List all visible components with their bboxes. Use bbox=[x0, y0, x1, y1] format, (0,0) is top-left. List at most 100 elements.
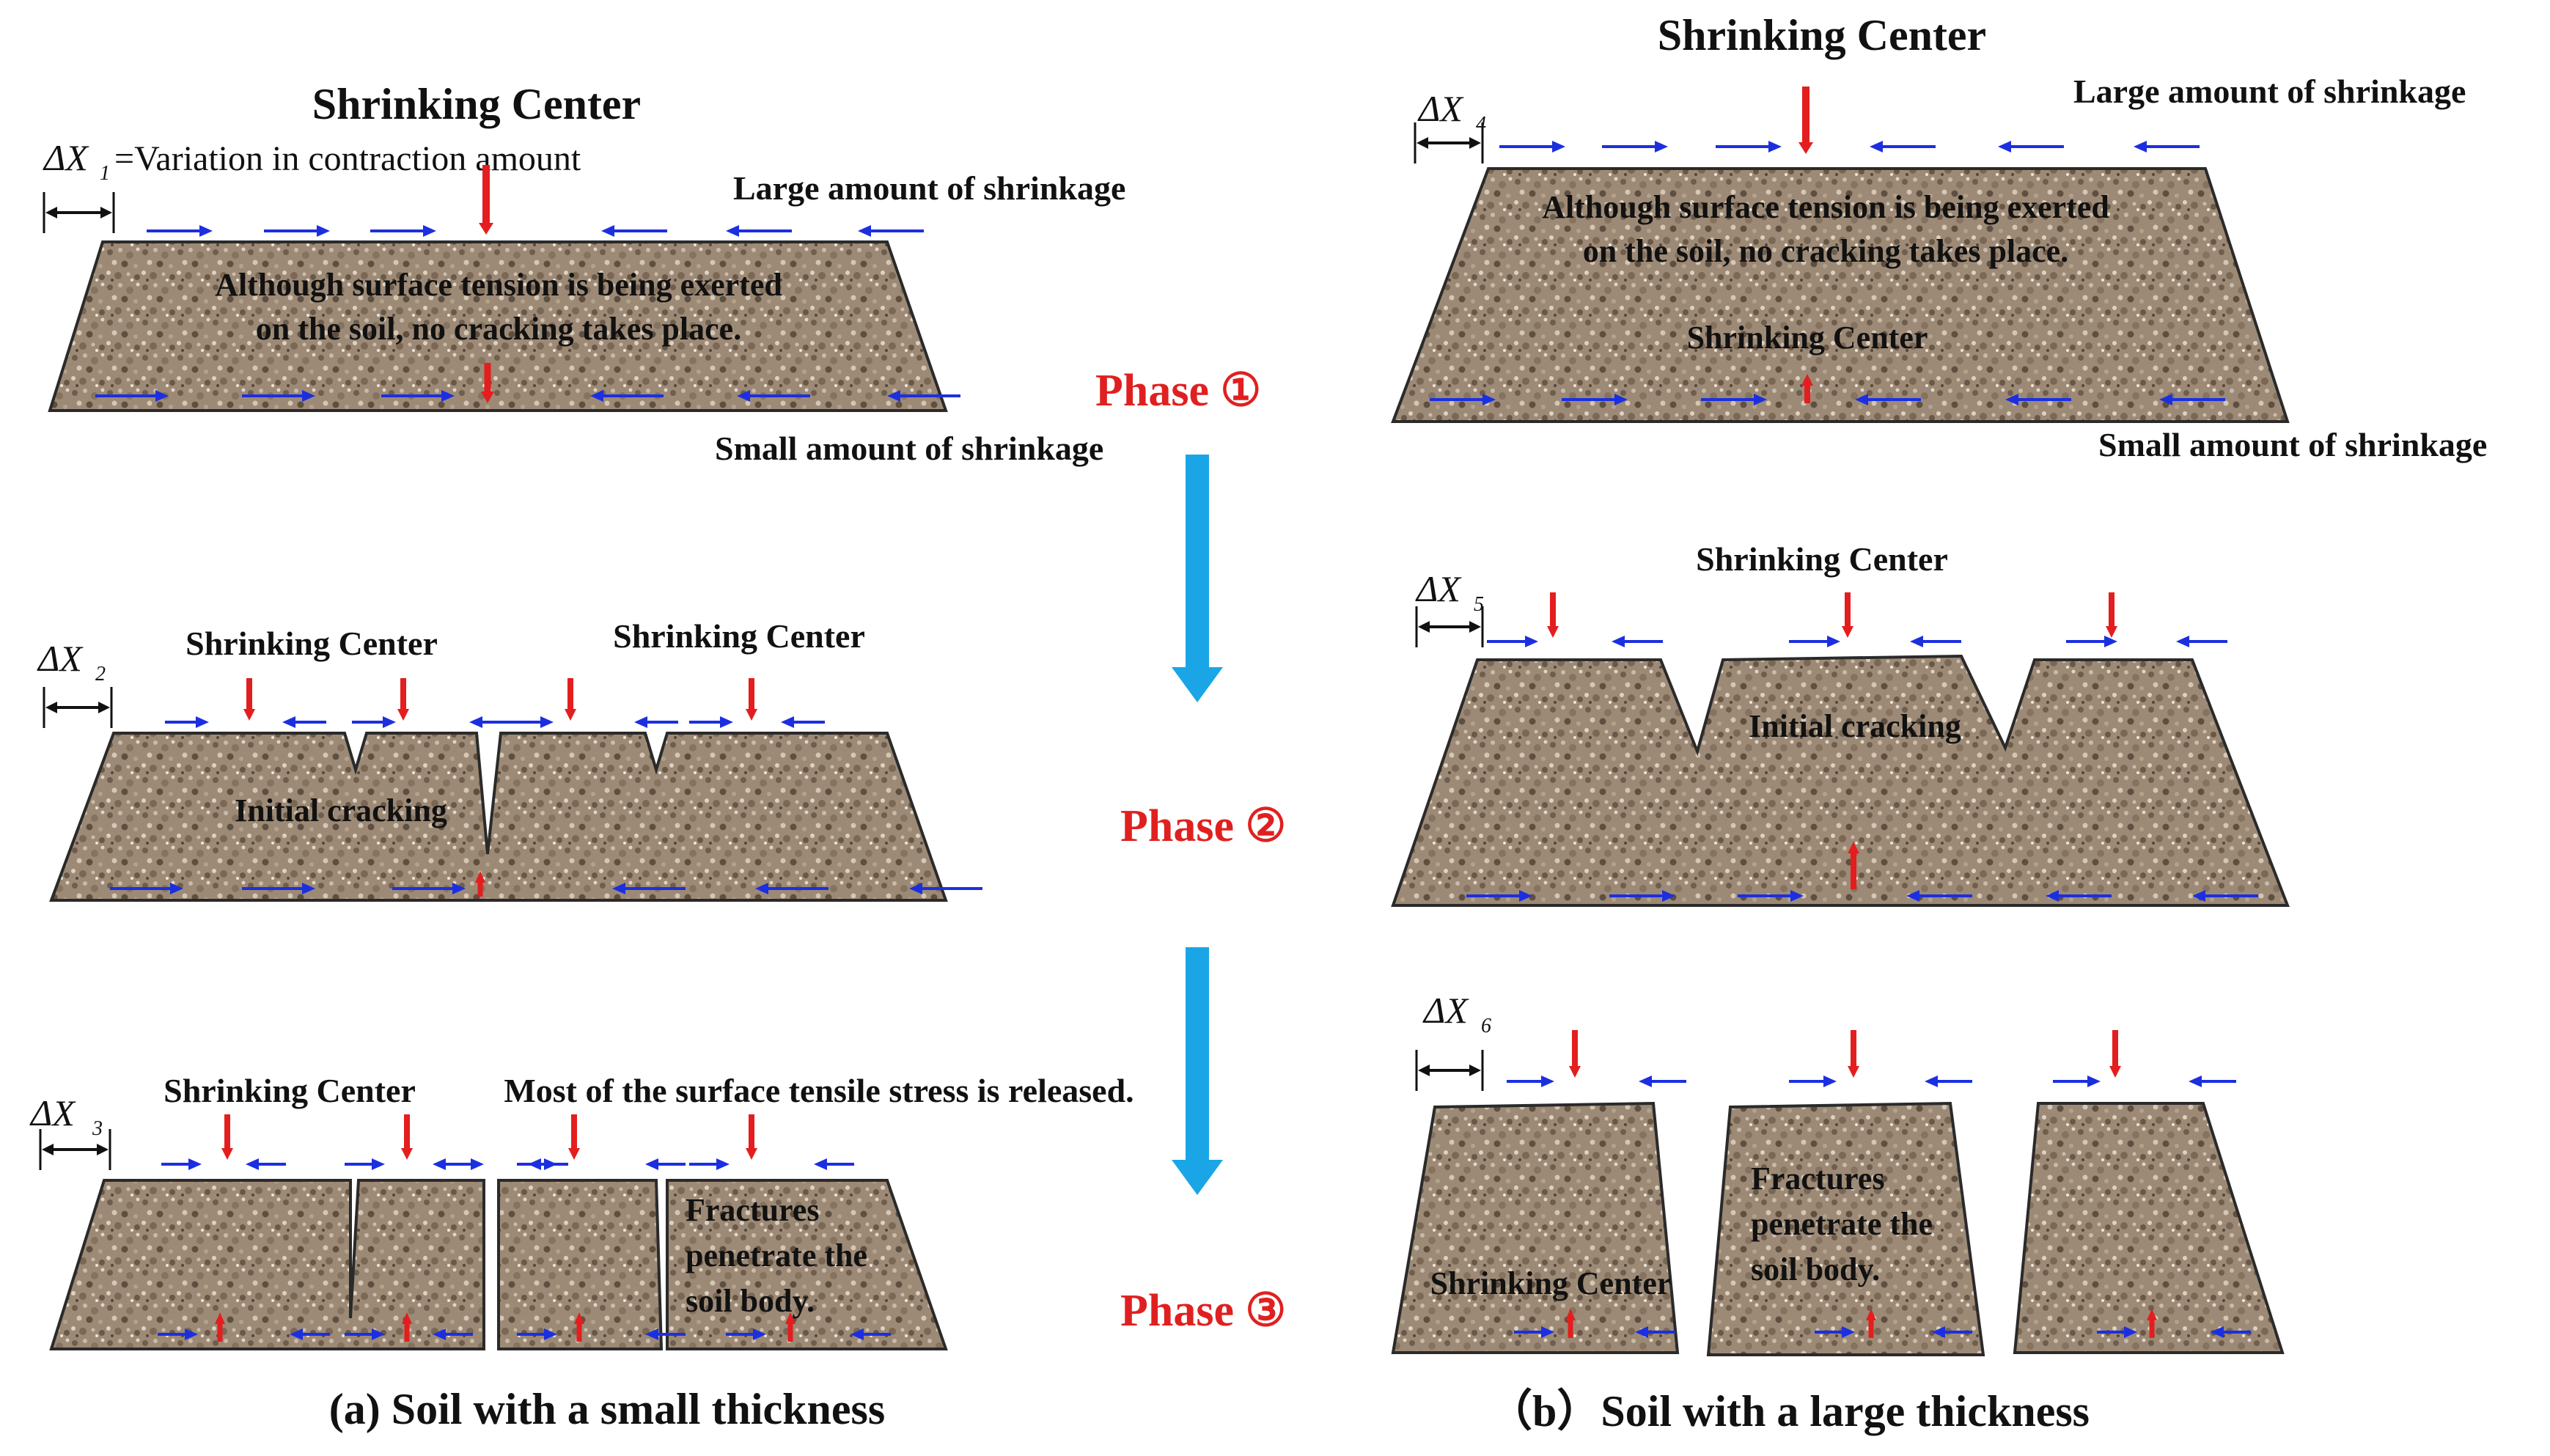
blue-right-arrow-icon bbox=[1430, 394, 1496, 405]
red-up-arrow-icon bbox=[1848, 842, 1859, 889]
blue-left-arrow-icon bbox=[887, 390, 960, 402]
soil-block bbox=[49, 732, 948, 902]
blue-right-arrow-icon bbox=[1562, 394, 1628, 405]
delta-x3-subscript: 3 bbox=[92, 1117, 103, 1140]
delta-x-bracket-icon bbox=[43, 687, 113, 728]
blue-right-arrow-icon bbox=[264, 225, 330, 237]
blue-left-arrow-icon bbox=[1639, 1076, 1686, 1087]
blue-right-arrow-icon bbox=[1507, 1076, 1554, 1087]
shrinking-center-label: Shrinking Center bbox=[312, 80, 641, 128]
panel-a-phase-1: Shrinking Center ΔX 1 =Variation in cont… bbox=[43, 80, 1125, 467]
red-down-arrow-icon bbox=[401, 1114, 413, 1160]
caption-b: （b）Soil with a large thickness bbox=[1488, 1386, 2090, 1435]
soil-block bbox=[497, 1179, 664, 1350]
blue-right-arrow-icon bbox=[444, 1158, 484, 1170]
soil-block bbox=[1391, 1101, 1680, 1354]
phase-1-label: Phase ① bbox=[1095, 366, 1261, 416]
red-down-arrow-icon bbox=[746, 678, 757, 721]
panel-a-phase-3: ΔX 3 Shrinking Center Most of the surfac… bbox=[29, 1072, 1134, 1350]
blue-right-arrow-icon bbox=[1716, 141, 1782, 152]
blue-right-arrow-icon bbox=[1609, 890, 1675, 902]
red-down-arrow-icon bbox=[568, 1114, 580, 1160]
blue-left-arrow-icon bbox=[290, 1328, 330, 1340]
blue-left-arrow-icon bbox=[2176, 636, 2227, 647]
shrinkage-arrows-layer bbox=[39, 87, 2258, 1342]
blue-right-arrow-icon bbox=[147, 225, 213, 237]
blue-right-arrow-icon bbox=[726, 1328, 766, 1340]
blue-left-arrow-icon bbox=[469, 716, 513, 728]
blue-left-arrow-icon bbox=[737, 390, 810, 402]
fractures-note-line1: Fractures bbox=[1751, 1161, 1884, 1196]
soil-block bbox=[49, 1179, 485, 1350]
phase-2-label: Phase ② bbox=[1120, 801, 1286, 851]
red-down-arrow-icon bbox=[1798, 87, 1813, 154]
blue-right-arrow-icon bbox=[161, 1158, 202, 1170]
delta-x1-symbol: ΔX bbox=[43, 137, 89, 178]
red-down-arrow-icon bbox=[565, 678, 576, 721]
red-down-arrow-icon bbox=[1842, 592, 1853, 638]
blue-left-arrow-icon bbox=[645, 1158, 686, 1170]
blue-left-arrow-icon bbox=[634, 716, 678, 728]
panel-b-phase-3: ΔX 6 Shrinking Center Fractures penetrat… bbox=[1391, 990, 2285, 1356]
delta-x-bracket-icon bbox=[1415, 1050, 1484, 1091]
blue-right-arrow-icon bbox=[1487, 636, 1538, 647]
blue-left-arrow-icon bbox=[1635, 1326, 1675, 1338]
shrinking-center-label: Shrinking Center bbox=[613, 617, 865, 655]
tension-note-line2: on the soil, no cracking takes place. bbox=[1583, 233, 2068, 269]
delta-x6-symbol: ΔX bbox=[1422, 990, 1469, 1031]
blue-left-arrow-icon bbox=[590, 390, 664, 402]
fractures-note-line1: Fractures bbox=[686, 1192, 819, 1228]
blue-left-arrow-icon bbox=[1855, 394, 1921, 405]
blue-left-arrow-icon bbox=[433, 1328, 473, 1340]
red-up-arrow-icon bbox=[475, 871, 485, 897]
blue-right-arrow-icon bbox=[242, 390, 315, 402]
shrinking-center-label: Shrinking Center bbox=[1687, 320, 1928, 356]
soil-block bbox=[1391, 654, 2290, 907]
blue-right-arrow-icon bbox=[689, 1158, 730, 1170]
blue-left-arrow-icon bbox=[909, 883, 982, 894]
delta-x6-subscript: 6 bbox=[1481, 1015, 1491, 1037]
blue-right-arrow-icon bbox=[517, 1158, 557, 1170]
panel-a-phase-2: ΔX 2 Shrinking Center Shrinking Center I… bbox=[37, 617, 948, 902]
phase-3-label: Phase ③ bbox=[1120, 1286, 1286, 1336]
red-down-arrow-icon bbox=[221, 1114, 233, 1160]
blue-left-arrow-icon bbox=[282, 716, 326, 728]
red-down-arrow-icon bbox=[2106, 592, 2117, 638]
blue-left-arrow-icon bbox=[2159, 394, 2225, 405]
blue-left-arrow-icon bbox=[1910, 636, 1961, 647]
panel-b-phase-1: Shrinking Center ΔX 4 Large amount of sh… bbox=[1391, 11, 2487, 463]
blue-left-arrow-icon bbox=[612, 883, 686, 894]
blue-right-arrow-icon bbox=[392, 883, 466, 894]
delta-x5-symbol: ΔX bbox=[1415, 568, 1462, 609]
blue-left-arrow-icon bbox=[1612, 636, 1663, 647]
fractures-note-line2: penetrate the bbox=[1751, 1206, 1933, 1242]
red-down-arrow-icon bbox=[2109, 1030, 2121, 1078]
blue-right-arrow-icon bbox=[1499, 141, 1565, 152]
shrinking-center-label: Shrinking Center bbox=[1696, 540, 1948, 578]
phase-down-arrow-icon bbox=[1172, 947, 1223, 1195]
blue-right-arrow-icon bbox=[158, 1328, 198, 1340]
red-down-arrow-icon bbox=[746, 1114, 757, 1160]
blue-left-arrow-icon bbox=[2211, 1326, 2251, 1338]
fractures-note-line3: soil body. bbox=[686, 1283, 815, 1319]
blue-left-arrow-icon bbox=[246, 1158, 286, 1170]
blue-right-arrow-icon bbox=[1789, 1076, 1837, 1087]
blue-left-arrow-icon bbox=[781, 716, 825, 728]
red-up-arrow-icon bbox=[1801, 374, 1813, 403]
red-up-arrow-icon bbox=[1565, 1309, 1576, 1338]
stress-released-note: Most of the surface tensile stress is re… bbox=[504, 1072, 1133, 1109]
blue-right-arrow-icon bbox=[510, 716, 554, 728]
blue-right-arrow-icon bbox=[1815, 1326, 1855, 1338]
blue-left-arrow-icon bbox=[2005, 394, 2071, 405]
blue-right-arrow-icon bbox=[165, 716, 209, 728]
phase-down-arrow-icon bbox=[1172, 455, 1223, 702]
large-shrinkage-label: Large amount of shrinkage bbox=[2073, 73, 2466, 110]
blue-right-arrow-icon bbox=[517, 1328, 557, 1340]
blue-left-arrow-icon bbox=[850, 1328, 891, 1340]
red-up-arrow-icon bbox=[402, 1312, 412, 1342]
red-down-arrow-icon bbox=[481, 363, 494, 403]
soil-block bbox=[666, 1179, 948, 1350]
blue-right-arrow-icon bbox=[1789, 636, 1840, 647]
blue-left-arrow-icon bbox=[2192, 890, 2258, 902]
red-down-arrow-icon bbox=[397, 678, 409, 721]
